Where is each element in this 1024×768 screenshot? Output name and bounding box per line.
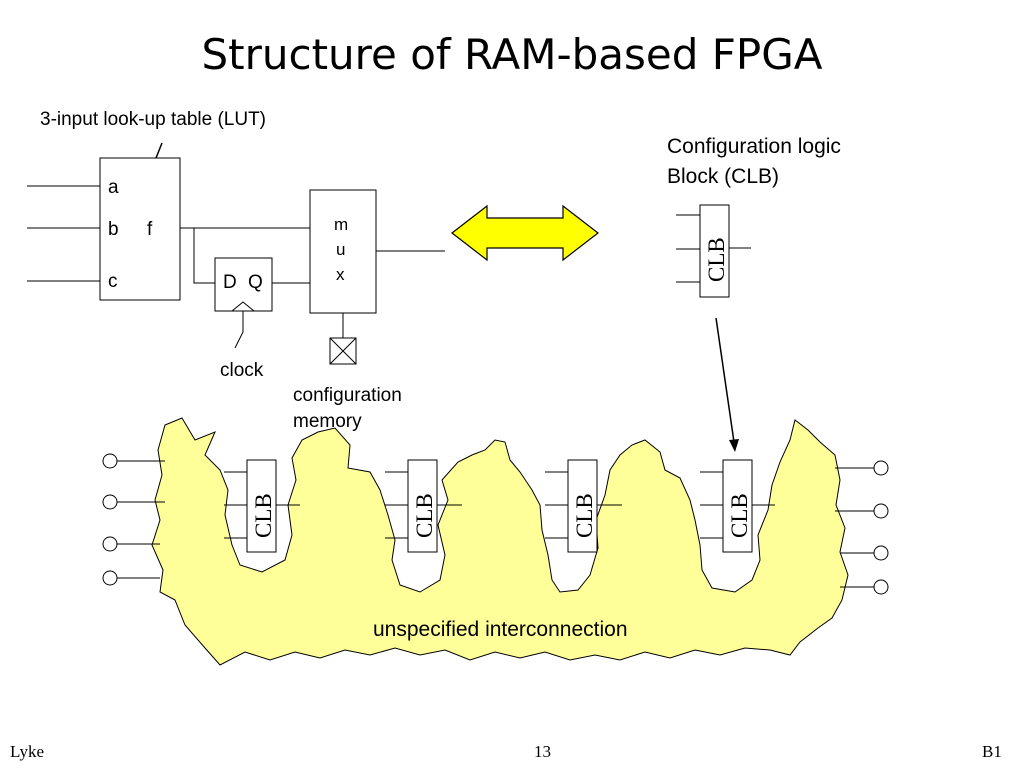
lut-box: [99, 157, 181, 301]
mux-letter-u: u: [336, 240, 345, 259]
config-memory-cell-icon: [329, 337, 357, 365]
lut-input-b: b: [108, 219, 119, 240]
lut-input-c: c: [108, 271, 118, 292]
lut-caption: 3-input look-up table (LUT): [40, 109, 266, 130]
right-io-pins: [835, 460, 889, 595]
clock-triangle-icon: [231, 301, 255, 312]
clb-block-3: CLB: [545, 459, 622, 553]
config-memory-label-line1: configuration: [293, 385, 402, 406]
clb-callout-pointer-arrow: [715, 317, 739, 452]
mux-letter-m: m: [334, 215, 348, 234]
footer-section: B1: [982, 742, 1002, 761]
lut-output-f: f: [147, 219, 153, 240]
clock-wire: [234, 311, 244, 349]
clb-callout-block: CLB: [676, 204, 751, 298]
clb-block-2: CLB: [385, 459, 462, 553]
clb-callout-label: CLB: [704, 237, 729, 282]
mux-letter-x: x: [336, 265, 345, 284]
slide-title: Structure of RAM-based FPGA: [201, 30, 823, 79]
lut-input-a: a: [108, 177, 119, 198]
interconnect-region: [151, 417, 849, 666]
dff-d-label: D: [223, 272, 237, 293]
left-io-pins: [102, 453, 165, 586]
footer-page-number: 13: [534, 742, 551, 761]
clb-4-label: CLB: [727, 493, 752, 538]
lut-to-dff-wire: [193, 228, 215, 284]
clb-block-1: CLB: [224, 459, 300, 553]
clb-2-label: CLB: [412, 493, 437, 538]
equivalence-double-arrow-icon: [451, 204, 599, 262]
mux-box: [309, 189, 377, 314]
clb-block-4: CLB: [700, 459, 775, 553]
footer-author: Lyke: [10, 742, 44, 761]
clock-label: clock: [220, 360, 264, 381]
clb-callout-line1: Configuration logic: [667, 135, 841, 158]
clb-3-label: CLB: [572, 493, 597, 538]
clb-1-label: CLB: [251, 493, 276, 538]
clb-callout-line2: Block (CLB): [667, 165, 779, 188]
interconnect-label: unspecified interconnection: [373, 618, 628, 641]
dff-q-label: Q: [248, 272, 263, 293]
config-memory-label-line2: memory: [293, 411, 362, 432]
